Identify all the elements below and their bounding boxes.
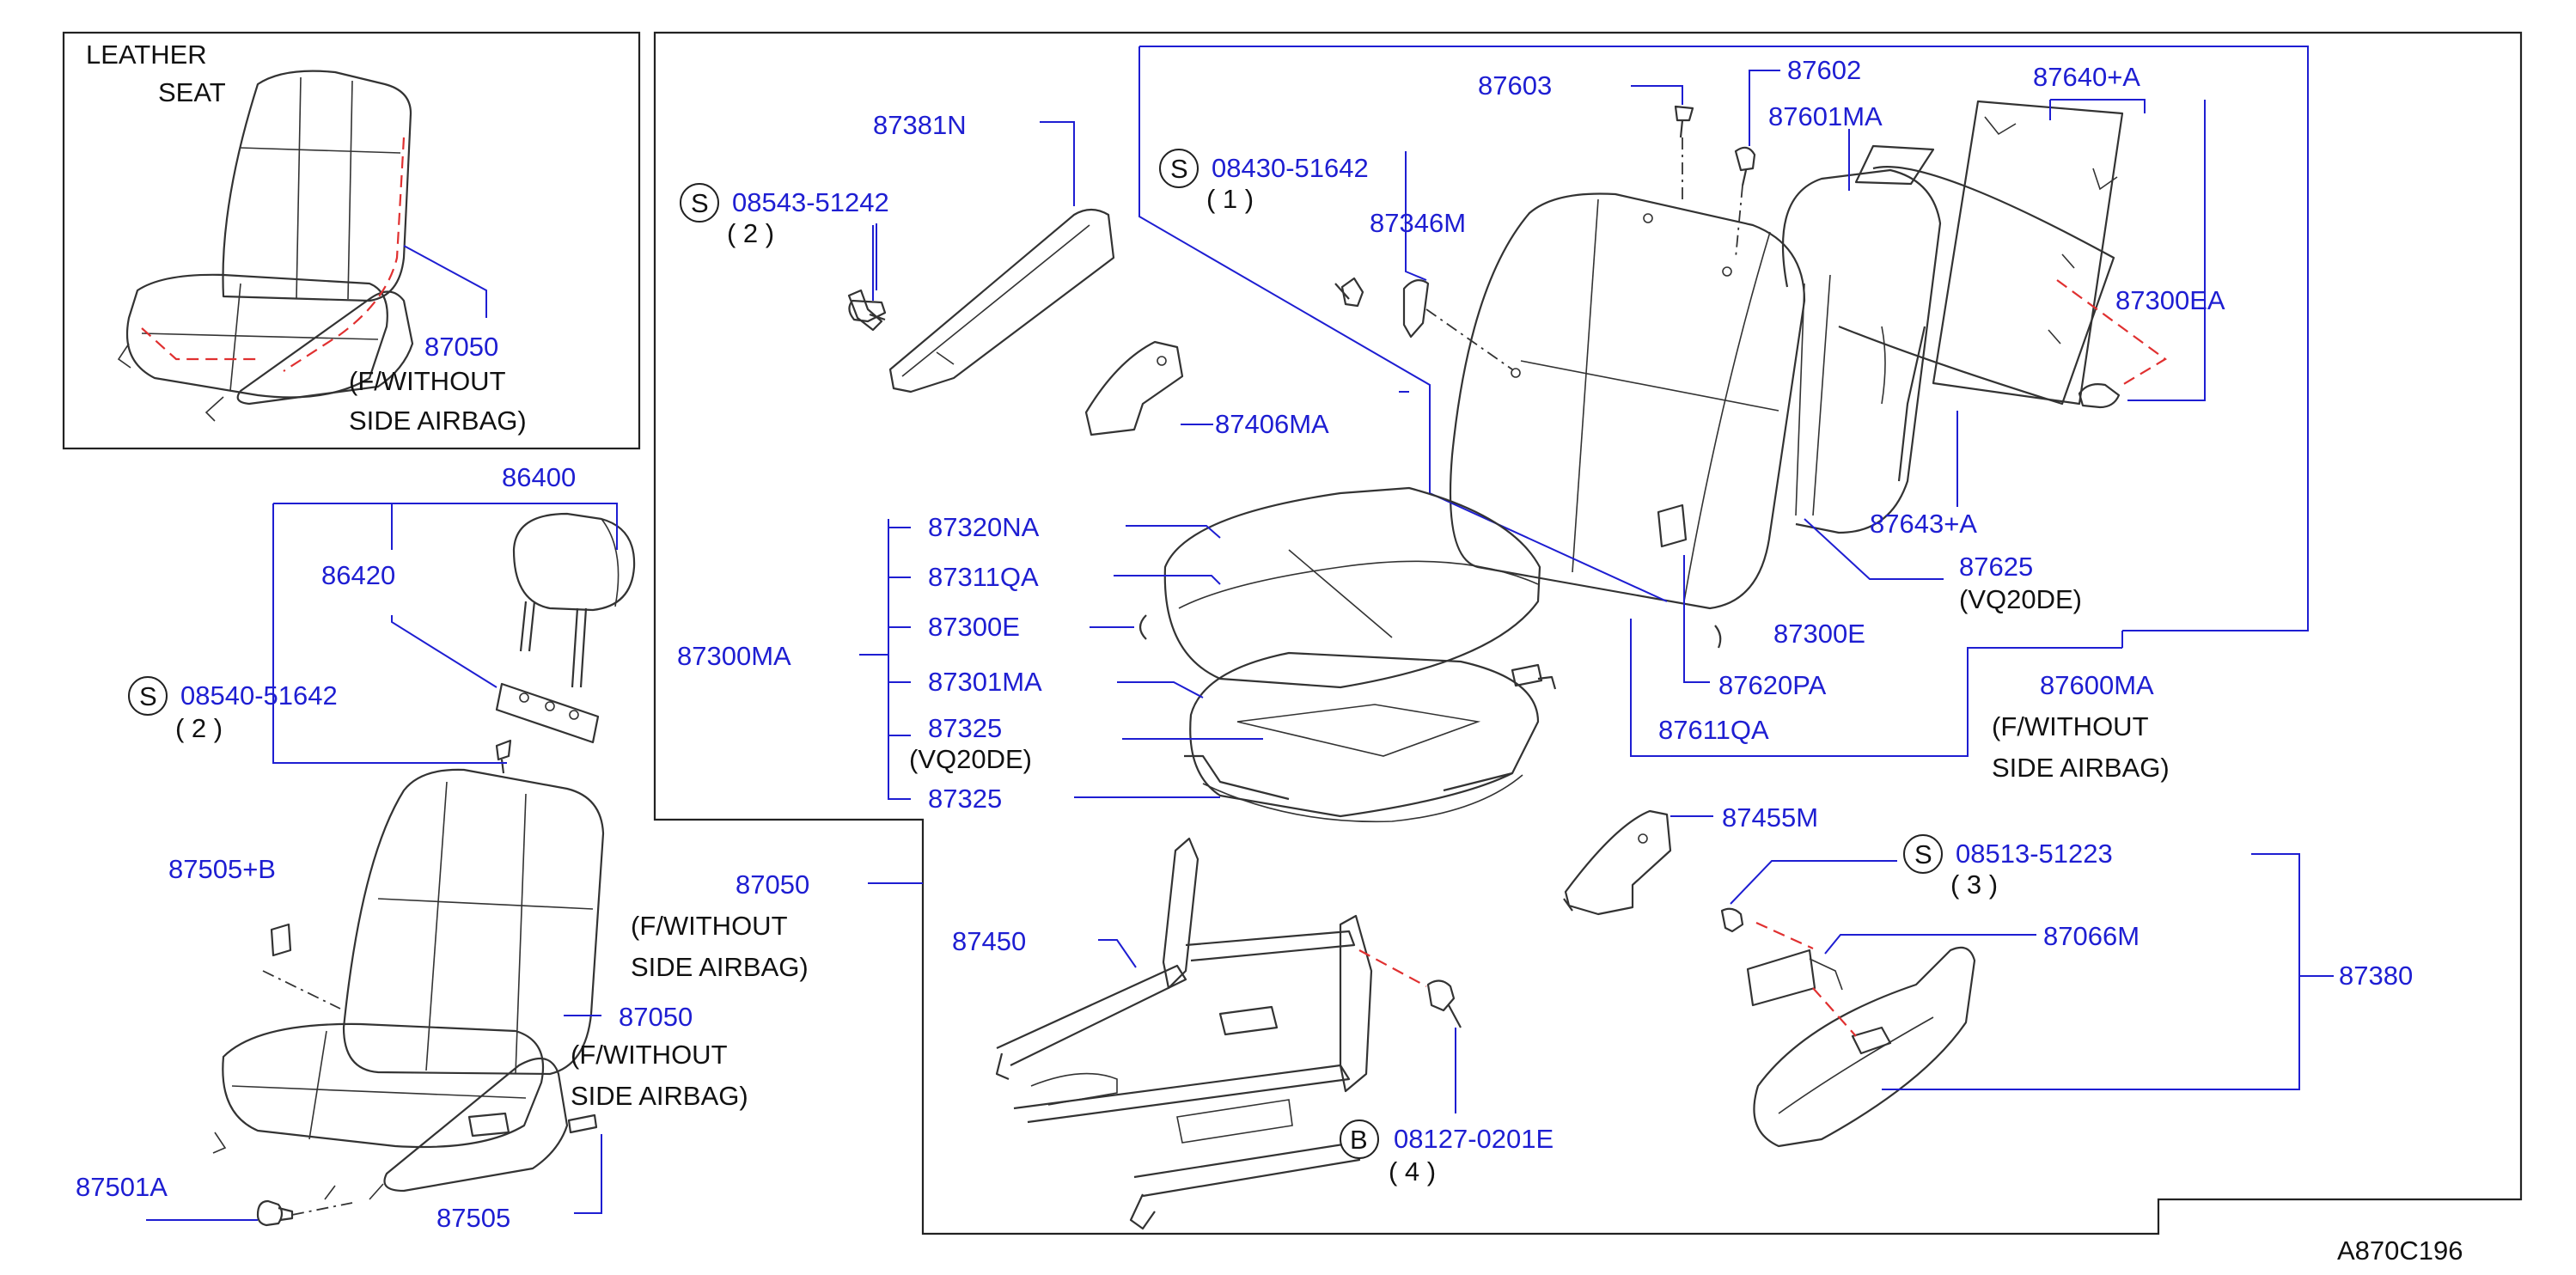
side-cover-leaders [1670, 815, 2334, 1090]
fastener-code-1: 08543-51242 [732, 187, 889, 217]
note-vq20de-2: (VQ20DE) [1959, 584, 2082, 614]
fastener-letter-s-4: S [1914, 839, 1932, 869]
fastener-08127-0201e: B 08127-0201E ( 4 ) [1340, 1119, 1554, 1187]
fastener-08513-51223: S 08513-51223 ( 3 ) [1903, 834, 2113, 900]
fastener-code-5: 08127-0201E [1394, 1124, 1554, 1154]
inset-note-line2: SIDE AIRBAG) [349, 406, 527, 436]
part-86400: 86400 [502, 462, 576, 492]
part-87311qa: 87311QA [928, 562, 1039, 592]
fastener-08540-51642: S 08540-51642 ( 2 ) [128, 676, 338, 743]
fastener-code-4: 08513-51223 [1956, 839, 2113, 869]
lower-seat-drawing [212, 768, 605, 1227]
part-87406ma: 87406MA [1215, 409, 1329, 439]
seatback-drawing [1449, 100, 2167, 610]
part-87300ma: 87300MA [677, 641, 791, 671]
part-86420: 86420 [321, 560, 395, 590]
inset-title-line2: SEAT [158, 77, 226, 107]
trim-leaders [876, 121, 1213, 425]
fastener-letter-s-2: S [1170, 154, 1188, 184]
part-87066m: 87066M [2043, 921, 2140, 951]
part-87320na: 87320NA [928, 512, 1040, 542]
cushion-leaders [859, 519, 1263, 800]
note-vq20de-1: (VQ20DE) [909, 744, 1032, 774]
note-side-airbag-3: SIDE AIRBAG) [571, 1081, 748, 1111]
fastener-08430-51642: S 08430-51642 ( 1 ) [1159, 149, 1369, 214]
part-87301ma: 87301MA [928, 667, 1042, 697]
side-cover-drawing [1563, 809, 1976, 1148]
inset-note-line1: (F/WITHOUT [349, 366, 506, 396]
headrest-drawing [495, 512, 636, 774]
part-87602: 87602 [1787, 55, 1861, 85]
leather-seat-drawing [117, 70, 487, 422]
inset-box [62, 31, 641, 450]
part-87505-b: 87505+B [168, 854, 276, 884]
frame-lines [62, 31, 2523, 1235]
part-87603: 87603 [1478, 70, 1552, 101]
note-side-airbag-2: SIDE AIRBAG) [631, 952, 809, 982]
headrest-leaders [272, 503, 618, 764]
note-side-airbag-1: SIDE AIRBAG) [1992, 753, 2170, 783]
clip-87300e-b [1714, 625, 1722, 649]
lower-seat-leaders [146, 882, 923, 1221]
part-87300e-b: 87300E [1773, 619, 1865, 649]
part-87501a: 87501A [76, 1172, 168, 1202]
fastener-code-2: 08430-51642 [1212, 153, 1369, 183]
part-87325-b: 87325 [928, 784, 1002, 814]
fastener-qty-4: ( 3 ) [1950, 869, 1998, 900]
seatback-leaders [1138, 46, 2309, 757]
cushion-drawing [1163, 486, 1557, 823]
part-87300ea: 87300EA [2115, 285, 2225, 315]
part-87455m: 87455M [1722, 802, 1818, 833]
fastener-letter-s-1: S [691, 188, 709, 218]
fastener-qty-5: ( 4 ) [1389, 1156, 1436, 1187]
trim-and-hinge-drawing [847, 208, 1521, 436]
part-87381n: 87381N [873, 110, 967, 140]
fastener-letter-b-5: B [1350, 1125, 1368, 1155]
part-87050-main: 87050 [736, 869, 809, 900]
fastener-code-3: 08540-51642 [180, 680, 338, 711]
part-87050-lower: 87050 [619, 1002, 693, 1032]
note-f-without-2: (F/WITHOUT [631, 911, 788, 941]
fastener-qty-1: ( 2 ) [727, 218, 774, 248]
note-f-without-1: (F/WITHOUT [1992, 711, 2149, 741]
part-87600ma: 87600MA [2040, 670, 2154, 700]
inset-title-line1: LEATHER [86, 40, 207, 70]
part-87625: 87625 [1959, 552, 2033, 582]
main-assembly-outline [653, 31, 2523, 1235]
part-87620pa: 87620PA [1718, 670, 1827, 700]
part-87325-a: 87325 [928, 713, 1002, 743]
part-87380: 87380 [2339, 961, 2413, 991]
part-87346m: 87346M [1370, 208, 1466, 238]
fastener-qty-2: ( 1 ) [1206, 184, 1254, 214]
seat-frame-drawing [995, 837, 1462, 1230]
note-f-without-3: (F/WITHOUT [571, 1040, 728, 1070]
frame-leaders [1098, 939, 1456, 1113]
fastener-qty-3: ( 2 ) [175, 713, 223, 743]
part-87300e-a: 87300E [928, 612, 1020, 642]
part-87643-a: 87643+A [1870, 509, 1977, 539]
fastener-letter-s-3: S [139, 681, 157, 711]
part-87601ma: 87601MA [1768, 101, 1883, 131]
part-87450: 87450 [952, 926, 1026, 956]
fastener-08543-51242: S 08543-51242 ( 2 ) [680, 183, 889, 323]
part-87505: 87505 [436, 1203, 510, 1233]
drawing-code: A870C196 [2337, 1235, 2463, 1266]
part-87640-a: 87640+A [2033, 62, 2140, 92]
inset-part-87050: 87050 [424, 332, 498, 362]
clip-87300e-a [1138, 614, 1147, 640]
part-87611qa: 87611QA [1658, 715, 1769, 745]
